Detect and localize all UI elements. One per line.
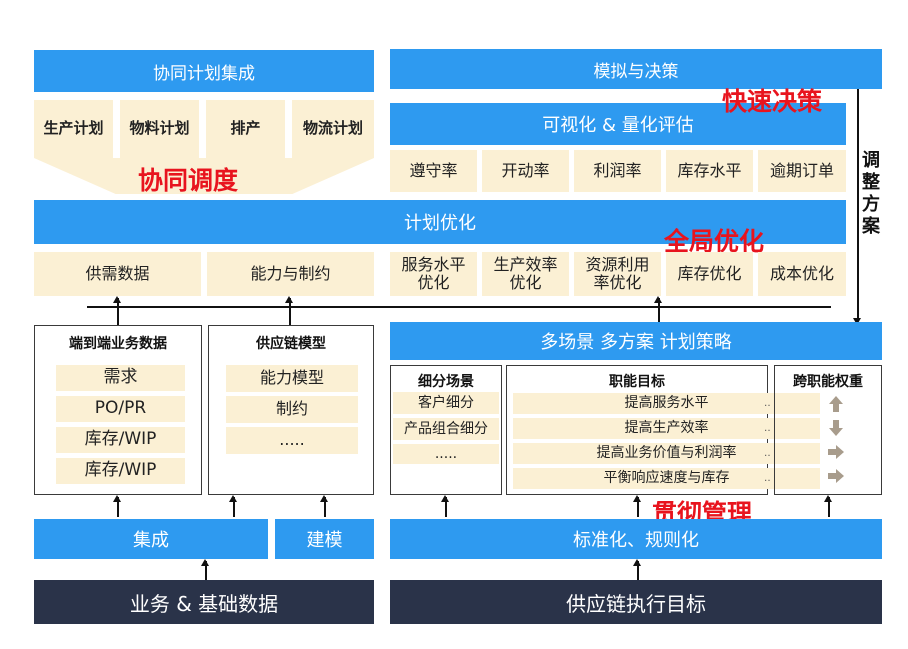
arrow-right-icon	[828, 469, 844, 483]
adjust-plan-char-4: 案	[862, 216, 880, 237]
base-data-bar: 业务 & 基础数据	[34, 580, 374, 624]
opt-cost-l1: 成本优化	[769, 263, 834, 283]
opt-service-level-l1: 服务水平	[401, 254, 466, 274]
e2e-item-popr: PO/PR	[56, 396, 185, 422]
integration-bar: 集成	[34, 519, 268, 559]
goal-production-efficiency: 提高生产效率	[513, 418, 820, 439]
arrow-integration-e2e	[117, 497, 119, 517]
adjust-plan-label: 调 整 方 案	[859, 150, 883, 238]
connector-strategy	[658, 298, 660, 322]
exec-target-bar: 供应链执行目标	[390, 580, 882, 624]
opt-resource-utilization-l1: 资源利用	[585, 254, 650, 274]
strategy-header: 多场景 多方案 计划策略	[390, 322, 882, 360]
segment-product-mix: 产品组合细分	[393, 418, 499, 440]
emphasis-global-optimization: 全局优化	[664, 227, 765, 256]
arrow-exec-standardize	[637, 561, 639, 581]
arrow-std-segments	[445, 497, 447, 517]
supply-chain-model-title: 供应链模型	[256, 336, 326, 352]
goal-business-value: 提高业务价值与利润率	[513, 443, 820, 464]
e2e-item-inventory-wip-2: 库存/WIP	[56, 458, 185, 484]
arrow-std-weights-head	[824, 495, 832, 502]
weight-dots-3: ‥	[764, 448, 771, 459]
emphasis-collab-dispatch: 协同调度	[138, 166, 239, 195]
arrow-integration-model	[233, 497, 235, 517]
weights-box: 跨职能权重	[774, 365, 882, 495]
opt-capacity-constraints: 能力与制约	[207, 252, 374, 296]
arrow-std-weights	[828, 497, 830, 517]
standardize-bar: 标准化、规则化	[390, 519, 882, 559]
e2e-item-inventory-wip-1: 库存/WIP	[56, 427, 185, 453]
connector-bus	[87, 306, 831, 308]
arrow-std-segments-head	[441, 495, 449, 502]
model-item-capacity: 能力模型	[226, 365, 358, 392]
connector-model	[289, 298, 291, 325]
segment-more: .....	[393, 444, 499, 464]
arrow-std-goals-head	[633, 495, 641, 502]
adjust-plan-line	[857, 89, 859, 321]
opt-service-level-l2: 优化	[417, 273, 450, 292]
arrow-integration-model-head	[229, 495, 237, 502]
metric-inventory-level: 库存水平	[666, 150, 753, 192]
adjust-plan-char-3: 方	[862, 194, 880, 215]
viz-eval-header: 可视化 & 量化评估	[390, 103, 846, 145]
weight-dots-1: ‥	[764, 398, 771, 409]
e2e-data-title: 端到端业务数据	[69, 336, 167, 352]
segment-customer: 客户细分	[393, 392, 499, 414]
opt-resource-utilization: 资源利用 率优化	[574, 252, 661, 296]
weight-dots-2: ‥	[764, 423, 771, 434]
adjust-plan-char-2: 整	[862, 172, 880, 193]
metric-overdue-orders: 逾期订单	[758, 150, 846, 192]
arrow-down-icon	[829, 420, 843, 436]
arrow-modeling-model	[324, 497, 326, 517]
segments-title: 细分场景	[418, 374, 474, 390]
connector-model-arrow	[285, 296, 293, 303]
arrow-right-icon	[828, 445, 844, 459]
plan-optimization-header: 计划优化	[34, 200, 846, 244]
arrow-base-integration	[205, 561, 207, 581]
weights-title: 跨职能权重	[793, 374, 863, 390]
opt-cost: 成本优化	[758, 252, 846, 296]
arrow-base-integration-head	[201, 559, 209, 566]
opt-service-level: 服务水平 优化	[390, 252, 477, 296]
e2e-item-demand: 需求	[56, 365, 185, 391]
modeling-bar: 建模	[275, 519, 374, 559]
opt-inventory: 库存优化	[666, 252, 753, 296]
opt-inventory-l1: 库存优化	[677, 263, 742, 283]
arrow-up-icon	[829, 396, 843, 412]
plan-item-logistics: 物流计划	[292, 100, 374, 158]
collab-plan-header: 协同计划集成	[34, 50, 374, 92]
model-item-constraints: 制约	[226, 396, 358, 423]
goal-service-level: 提高服务水平	[513, 393, 820, 414]
adjust-plan-arrow	[853, 318, 861, 325]
plan-item-scheduling: 排产	[206, 100, 285, 158]
arrow-integration-e2e-head	[113, 495, 121, 502]
metric-profit-rate: 利润率	[574, 150, 661, 192]
goals-title: 职能目标	[609, 374, 665, 390]
arrow-exec-standardize-head	[633, 559, 641, 566]
emphasis-fast-decision: 快速决策	[722, 87, 823, 116]
connector-e2e	[117, 298, 119, 325]
arrow-modeling-model-head	[320, 495, 328, 502]
arrow-std-goals	[637, 497, 639, 517]
opt-production-efficiency-l1: 生产效率	[493, 254, 558, 274]
opt-production-efficiency: 生产效率 优化	[482, 252, 569, 296]
adjust-plan-char-1: 调	[862, 150, 880, 171]
opt-resource-utilization-l2: 率优化	[593, 273, 642, 292]
metric-compliance: 遵守率	[390, 150, 477, 192]
opt-production-efficiency-l2: 优化	[509, 273, 542, 292]
connector-e2e-arrow	[113, 296, 121, 303]
metric-utilization: 开动率	[482, 150, 569, 192]
model-item-more: .....	[226, 427, 358, 454]
opt-supply-demand-data: 供需数据	[34, 252, 201, 296]
goal-balance-response: 平衡响应速度与库存	[513, 468, 820, 489]
connector-strategy-arrow	[654, 296, 662, 303]
simulation-header: 模拟与决策	[390, 49, 882, 89]
weight-dots-4: ‥	[764, 473, 771, 484]
plan-item-material: 物料计划	[120, 100, 199, 158]
plan-item-production: 生产计划	[34, 100, 113, 158]
